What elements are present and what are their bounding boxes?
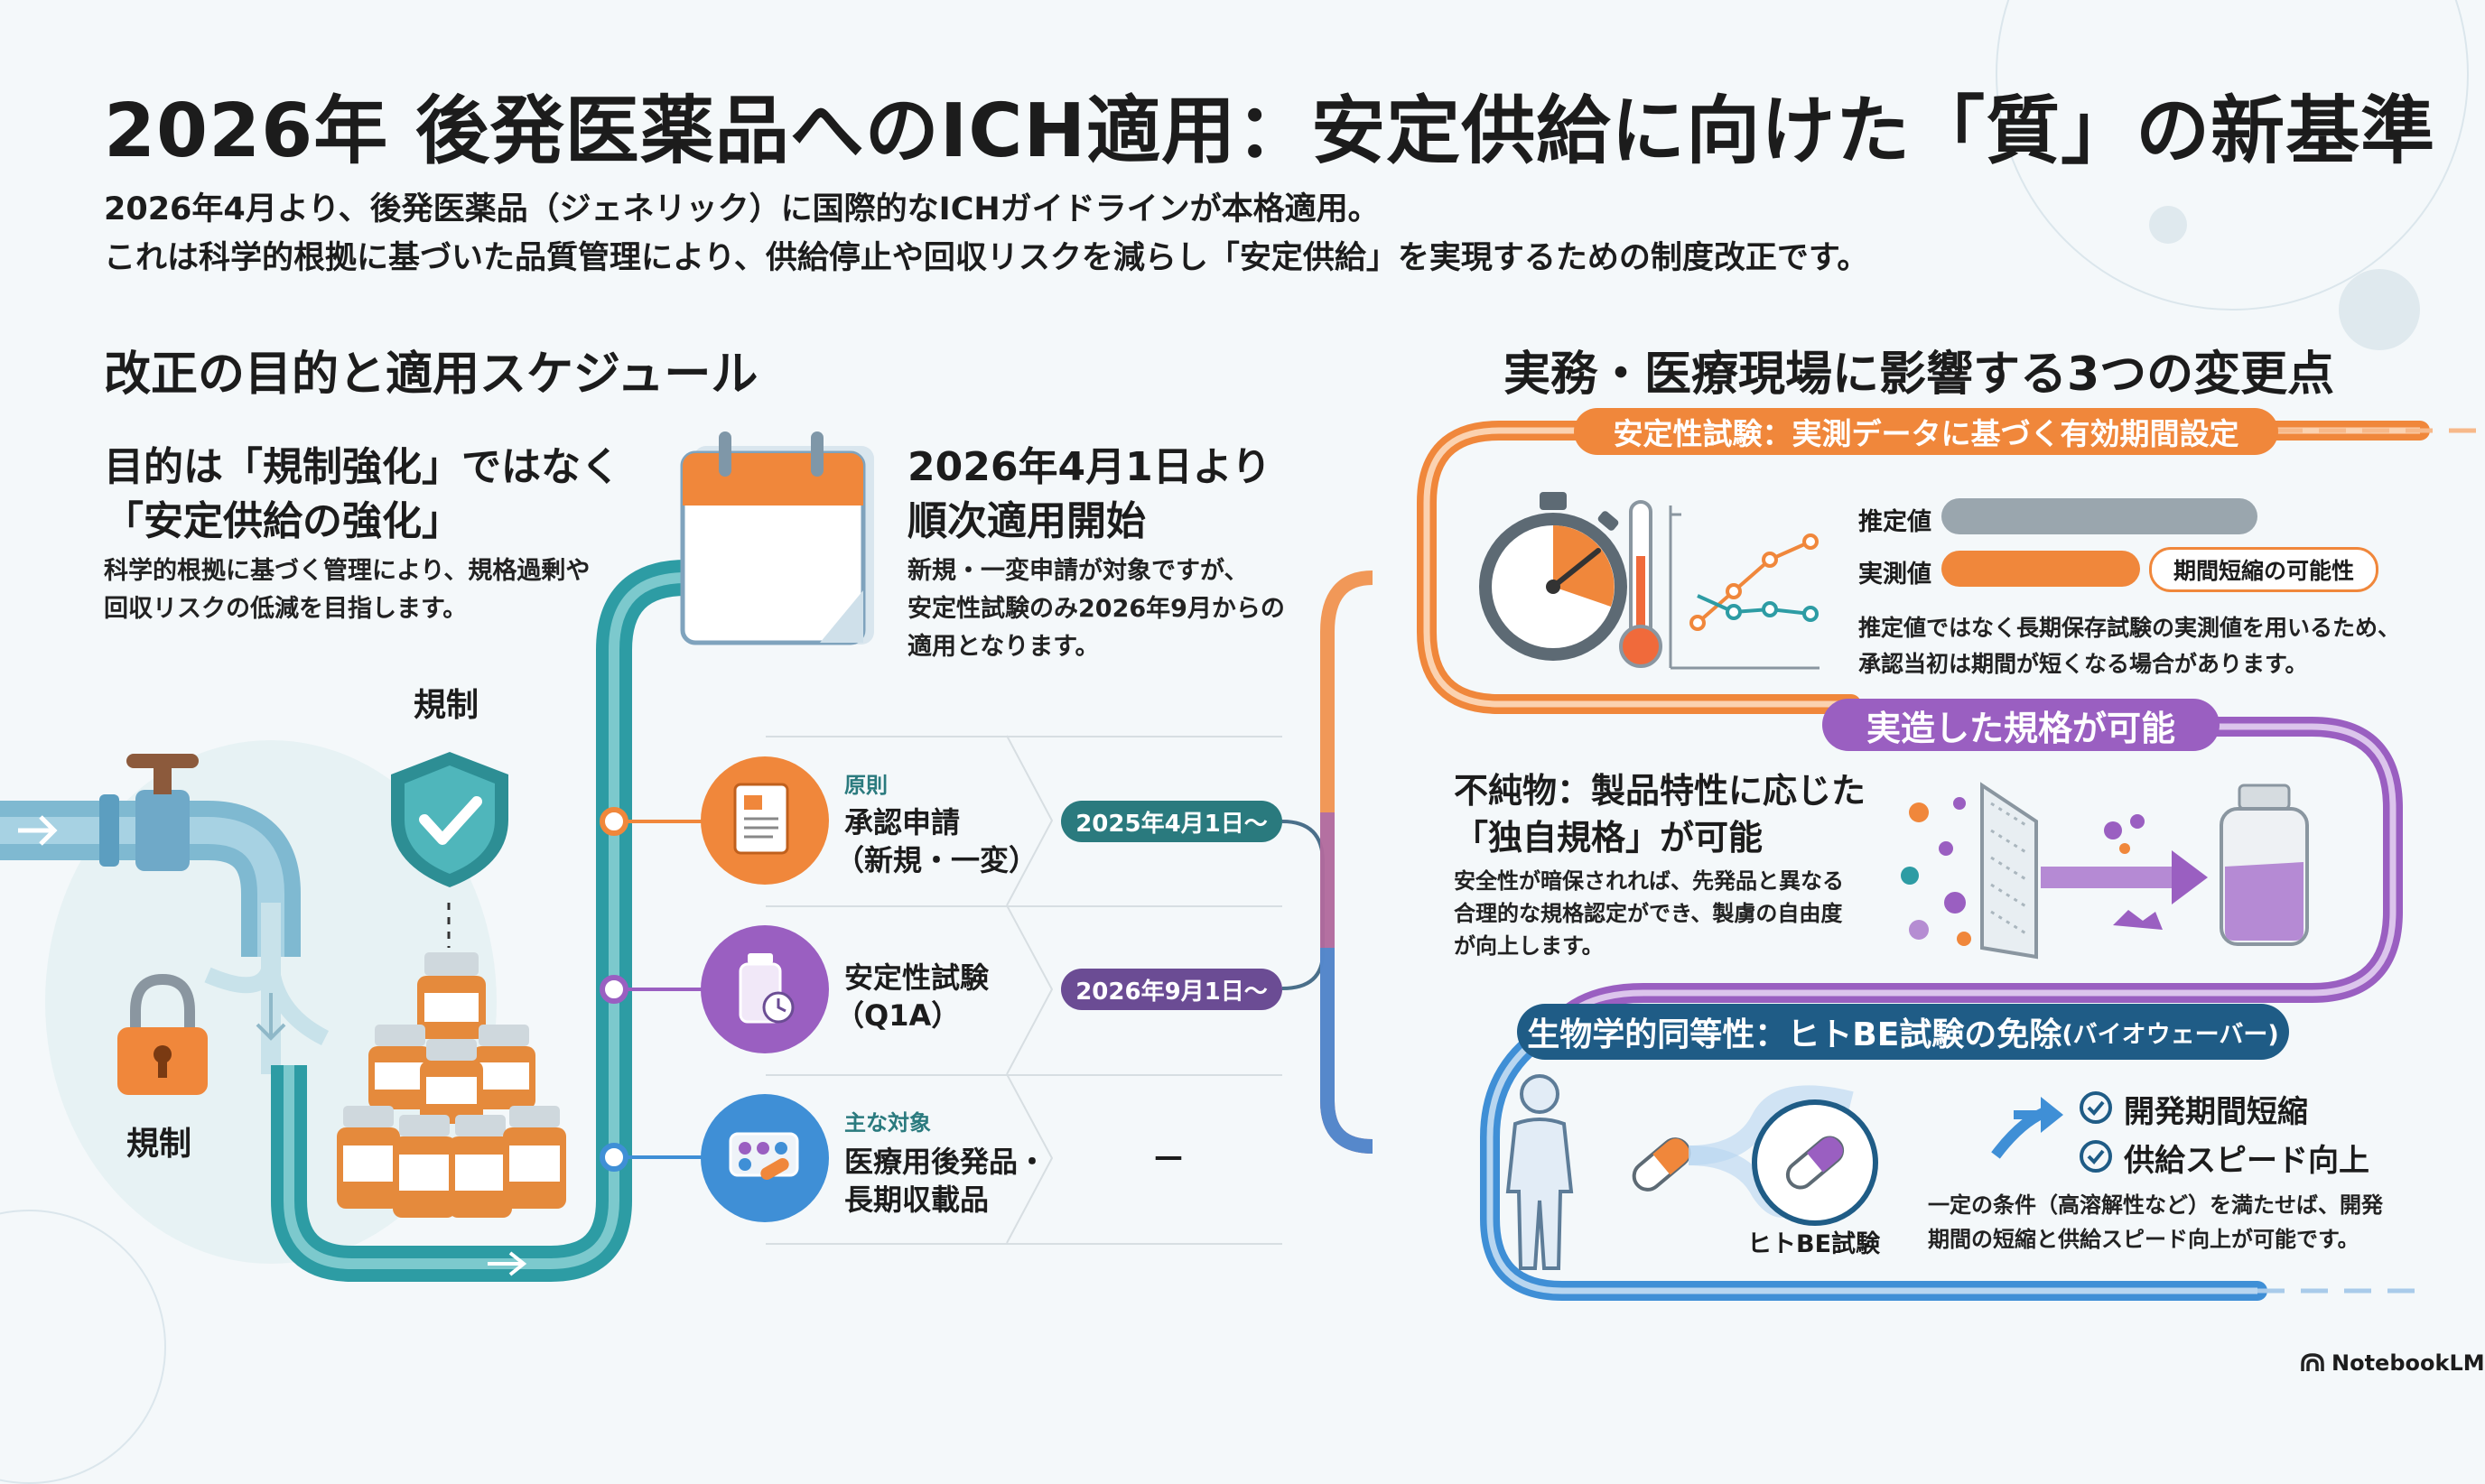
date-empty: — xyxy=(1154,1139,1183,1173)
be-test-label: ヒトBE試験 xyxy=(1747,1230,1881,1258)
actual-bar xyxy=(1941,551,2140,587)
row-subtitle: （新規・一変） xyxy=(835,843,1038,877)
be-test-icon xyxy=(1752,1099,1878,1226)
purpose-body: 科学的根拠に基づく管理により、規格過剰や 回収リスクの低減を目指します。 xyxy=(104,552,590,628)
change3-body-line: 期間の短縮と供給スピード向上が可能です。 xyxy=(1928,1227,2359,1252)
stability-trend-chart xyxy=(1669,505,1820,670)
lock-label: 規制 xyxy=(126,1126,192,1163)
start-body: 新規・一変申請が対象ですが、 安定性試験のみ2026年9月からの 適用となります… xyxy=(907,552,1285,666)
row-tag: 原則 xyxy=(844,773,888,798)
row-tag: 主な対象 xyxy=(844,1110,931,1136)
start-body-line: 新規・一変申請が対象ですが、 xyxy=(907,557,1249,585)
start-body-line: 適用となります。 xyxy=(907,633,1100,661)
change3-title-pill: 生物学的同等性：ヒトBE試験の免除 (バイオウェーバー) xyxy=(1517,1004,2289,1060)
estimate-bar xyxy=(1941,498,2257,534)
flow-arrow xyxy=(256,993,286,1041)
page-title: 2026年 後発医薬品へのICH適用：安定供給に向けた「質」の新基準 xyxy=(104,88,2436,174)
purpose-body-line: 回収リスクの低減を目指します。 xyxy=(104,595,468,623)
change1-title-pill: 安定性試験：実測データに基づく有効期間設定 xyxy=(1574,408,2278,455)
change3-body: 一定の条件（高溶解性など）を満たせば、開発 期間の短縮と供給スピード向上が可能で… xyxy=(1928,1188,2383,1257)
change2-body-line: 安全性が暗保されれば、先発品と異なる xyxy=(1454,868,1844,894)
row-chevrons xyxy=(1006,735,1054,1244)
right-flow-path xyxy=(1320,421,2485,1301)
start-heading: 2026年4月1日より 順次適用開始 xyxy=(907,441,1271,549)
check-item: 供給スピード向上 xyxy=(2124,1143,2369,1179)
medicine-bottles-icon xyxy=(337,952,566,1218)
document-icon xyxy=(701,756,829,885)
row-title: 安定性試験 xyxy=(844,960,990,995)
start-heading-line: 2026年4月1日より xyxy=(907,444,1271,490)
filter-process-icon xyxy=(1901,782,2309,960)
date-badge: 2026年9月1日〜 xyxy=(1061,969,1282,1010)
start-body-line: 安定性試験のみ2026年9月からの xyxy=(907,595,1285,623)
bottle xyxy=(417,952,486,1039)
change1-body-line: 推定値ではなく長期保存試験の実測値を用いるため、 xyxy=(1858,615,2401,641)
shortening-note: 期間短縮の可能性 xyxy=(2149,547,2378,592)
table-row-divider xyxy=(766,1074,1282,1076)
shield-icon xyxy=(391,752,508,887)
row-title: 承認申請 xyxy=(844,805,961,839)
row-connectors xyxy=(623,820,704,1159)
brand-label: NotebookLM xyxy=(2331,1350,2485,1376)
change1-body: 推定値ではなく長期保存試験の実測値を用いるため、 承認当初は期間が短くなる場合が… xyxy=(1858,610,2400,682)
row-subtitle: 長期収載品 xyxy=(844,1183,990,1217)
faucet-handle xyxy=(126,754,199,768)
intro-line: これは科学的根拠に基づいた品質管理により、供給停止や回収リスクを減らし「安定供給… xyxy=(104,240,1869,276)
check-item: 開発期間短縮 xyxy=(2124,1094,2308,1130)
background-dot xyxy=(2339,269,2420,350)
change3-body-line: 一定の条件（高溶解性など）を満たせば、開発 xyxy=(1928,1192,2383,1218)
date-badge: 2025年4月1日〜 xyxy=(1061,801,1282,842)
capsule-icon xyxy=(1632,1137,1691,1192)
background-dot xyxy=(2149,206,2187,244)
pills-icon xyxy=(701,1094,829,1222)
table-row-divider xyxy=(766,905,1282,907)
actual-label: 実測値 xyxy=(1858,561,1931,589)
change2-heading-line: 「独自規格」が可能 xyxy=(1454,818,1764,858)
left-section-title: 改正の目的と適用スケジュール xyxy=(104,348,759,402)
intro-line: 2026年4月より、後発医薬品（ジェネリック）に国際的なICHガイドラインが本格… xyxy=(104,191,1380,227)
change2-body: 安全性が暗保されれば、先発品と異なる 合理的な規格認定ができ、製虜の自由度 が向… xyxy=(1454,865,1844,962)
intake-arrow xyxy=(18,815,58,846)
purpose-heading-line: 目的は「規制強化」ではなく xyxy=(104,444,620,490)
thermometer-icon xyxy=(1619,500,1662,668)
change3-title: 生物学的同等性：ヒトBE試験の免除 xyxy=(1527,1016,2062,1053)
shortening-note-text: 期間短縮の可能性 xyxy=(2173,558,2354,584)
table-row-divider xyxy=(766,736,1282,737)
change2-title-pill: 実造した規格が可能 xyxy=(1822,699,2220,751)
stability-bottle-icon xyxy=(701,925,829,1053)
row-title: 医療用後発品・ xyxy=(844,1145,1047,1179)
shield-label: 規制 xyxy=(414,687,479,724)
change1-body-line: 承認当初は期間が短くなる場合があります。 xyxy=(1858,651,2308,677)
intro-text: 2026年4月より、後発医薬品（ジェネリック）に国際的なICHガイドラインが本格… xyxy=(104,185,1868,283)
notebooklm-brand: NotebookLM xyxy=(2301,1350,2485,1376)
table-row-divider xyxy=(766,1243,1282,1245)
notebooklm-logo-icon xyxy=(2301,1353,2324,1371)
stopwatch-icon xyxy=(1479,492,1627,661)
purpose-body-line: 科学的根拠に基づく管理により、規格過剰や xyxy=(104,557,591,585)
faucet-stem xyxy=(154,763,172,794)
estimate-label: 推定値 xyxy=(1858,508,1931,536)
start-heading-line: 順次適用開始 xyxy=(907,498,1146,544)
check-circle-icon xyxy=(2080,1140,2112,1173)
faucet-body xyxy=(135,790,190,871)
right-section-title: 実務・医療現場に影響する3つの変更点 xyxy=(1503,348,2335,402)
change3-title-sub: (バイオウェーバー) xyxy=(2062,1020,2279,1049)
change2-heading-line: 不純物：製品特性に応じた xyxy=(1454,771,1866,811)
check-circle-icon xyxy=(2080,1091,2112,1124)
purpose-heading: 目的は「規制強化」ではなく 「安定供給の強化」 xyxy=(104,441,620,549)
pipe-flow-arrow xyxy=(488,1251,527,1276)
row-subtitle: （Q1A） xyxy=(835,998,961,1033)
pipe-joint xyxy=(99,794,119,867)
change2-body-line: 合理的な規格認定ができ、製虜の自由度 xyxy=(1454,901,1843,926)
calendar-icon xyxy=(680,431,874,645)
arrow-icon xyxy=(2014,1097,2063,1133)
human-figure-icon xyxy=(1505,1074,1574,1270)
purpose-heading-line: 「安定供給の強化」 xyxy=(104,498,461,544)
split-flow xyxy=(204,956,279,994)
lock-icon xyxy=(117,973,208,1095)
change2-body-line: が向上します。 xyxy=(1454,933,1604,959)
change2-heading: 不純物：製品特性に応じた 「独自規格」が可能 xyxy=(1454,767,1866,861)
